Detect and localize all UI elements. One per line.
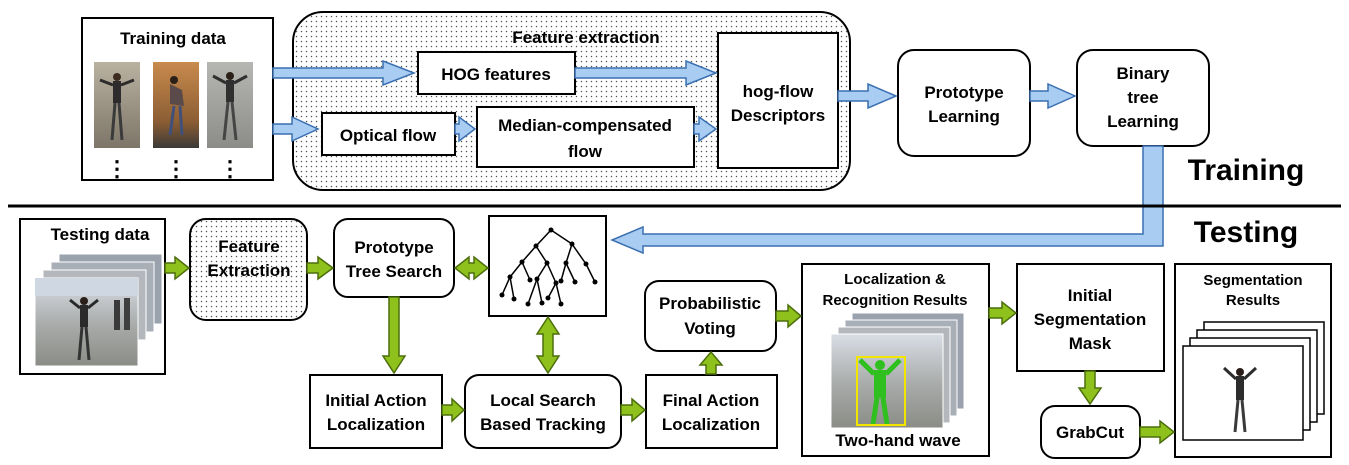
training-arrows [272,59,1164,255]
arrow-hogflow-to-prototype [837,82,898,110]
feature-extraction-test-line1: Feature [218,237,279,256]
arrow-grabcut-to-segresults [1139,419,1176,445]
training-section-label: Training [1188,154,1305,187]
feature-extraction-test-line2: Extraction [207,261,290,280]
probabilistic-voting-line2: Voting [684,319,736,338]
training-data-box: Training data ⋮ ⋮ ⋮ [81,17,274,181]
arrow-prototype-to-binary [1029,82,1077,110]
arrow-testdata-to-feature [164,255,191,281]
training-ellipsis-3: ⋮ [219,156,241,181]
locrec-line1: Localization & [844,271,946,288]
segmented-person [1222,366,1258,433]
initial-segmentation-mask-box: Initial Segmentation Mask [1016,263,1165,372]
training-ellipsis-1: ⋮ [106,156,128,181]
local-search-tracking-box: Local Search Based Tracking [464,374,622,449]
arrow-final-to-voting [698,350,724,375]
initial-action-line1: Initial Action [325,391,426,410]
arrow-prototype-tree-bidirectional [453,255,490,281]
arrow-results-to-initseg [988,300,1018,326]
arrow-data-to-optical [272,115,320,143]
arrow-tree-tracking-bidirectional [535,315,561,375]
binary-tree-line1: Binary [1117,64,1170,83]
optical-flow-box: Optical flow [321,112,456,156]
prototype-learning-line1: Prototype [924,83,1003,102]
feature-extraction-title: Feature extraction [512,28,659,47]
segmentation-mask-person [858,358,902,425]
probabilistic-voting-line1: Probabilistic [659,294,761,313]
local-search-line1: Local Search [490,391,596,410]
prototype-learning-line2: Learning [928,107,1000,126]
median-flow-line2: flow [568,142,603,161]
final-action-line2: Localization [662,415,760,434]
prototype-tree-line1: Prototype [354,238,433,257]
initial-action-localization-box: Initial Action Localization [309,374,443,449]
grabcut-box: GrabCut [1040,405,1141,459]
final-action-line1: Final Action [663,391,760,410]
hog-flow-box: hog-flow Descriptors [717,32,839,169]
probabilistic-voting-box: Probabilistic Voting [644,280,777,352]
prototype-tree-line2: Tree Search [346,262,442,281]
arrow-binary-to-tree [610,145,1164,255]
grabcut-label: GrabCut [1056,423,1124,442]
hog-flow-line2: Descriptors [731,106,825,125]
testing-data-label: Testing data [51,225,150,244]
median-flow-line1: Median-compensated [498,116,672,135]
init-seg-line3: Mask [1069,334,1112,353]
training-data-label: Training data [120,29,226,48]
hog-features-box: HOG features [417,51,576,95]
training-image-2 [153,62,199,148]
final-action-localization-box: Final Action Localization [645,374,778,449]
testing-section-label: Testing [1194,216,1298,249]
testing-frames [34,253,163,367]
binary-tree-line2: tree [1127,88,1158,107]
two-hand-wave-label: Two-hand wave [835,431,960,450]
localization-recognition-box: Localization & Recognition Results Two-h… [801,263,990,457]
binary-tree-learning-box: Binary tree Learning [1076,49,1210,147]
initial-action-line2: Localization [327,415,425,434]
binary-tree-diagram-box [488,215,607,317]
segmentation-result-frames [1182,321,1325,441]
arrow-voting-to-results [775,303,803,329]
arrow-hog-to-hogflow [574,59,719,87]
training-image-3 [207,62,253,148]
binary-tree-line3: Learning [1107,112,1179,131]
seg-results-line2: Results [1226,292,1280,309]
segmentation-results-box: Segmentation Results [1174,263,1332,458]
arrow-local-to-final [620,397,647,423]
seg-results-line1: Segmentation [1203,272,1302,289]
median-flow-box: Median-compensated flow [476,106,695,168]
arrow-initseg-to-grabcut [1077,370,1103,406]
init-seg-line1: Initial [1068,286,1112,305]
optical-flow-label: Optical flow [340,126,437,145]
arrow-feature-to-prototype [306,255,335,281]
arrow-optical-to-median [454,115,477,143]
arrow-prototype-to-initial [381,296,407,375]
init-seg-line2: Segmentation [1034,310,1146,329]
feature-extraction-test-box: Feature Extraction [189,218,308,321]
binary-tree-icon [499,227,598,307]
testing-data-box: Testing data [19,218,166,375]
prototype-tree-search-box: Prototype Tree Search [333,218,455,298]
training-ellipsis-2: ⋮ [165,156,187,181]
detection-bounding-box [856,356,906,426]
arrow-median-to-hogflow [693,115,718,143]
local-search-line2: Based Tracking [480,415,606,434]
locrec-frames [830,312,965,429]
hog-flow-line1: hog-flow [743,82,815,101]
hog-features-label: HOG features [441,65,551,84]
training-image-1 [94,62,140,148]
arrow-initial-to-local [441,397,466,423]
locrec-line2: Recognition Results [822,292,967,309]
testing-arrows [164,255,1176,445]
prototype-learning-box: Prototype Learning [897,49,1031,157]
arrow-data-to-hog [272,59,417,87]
